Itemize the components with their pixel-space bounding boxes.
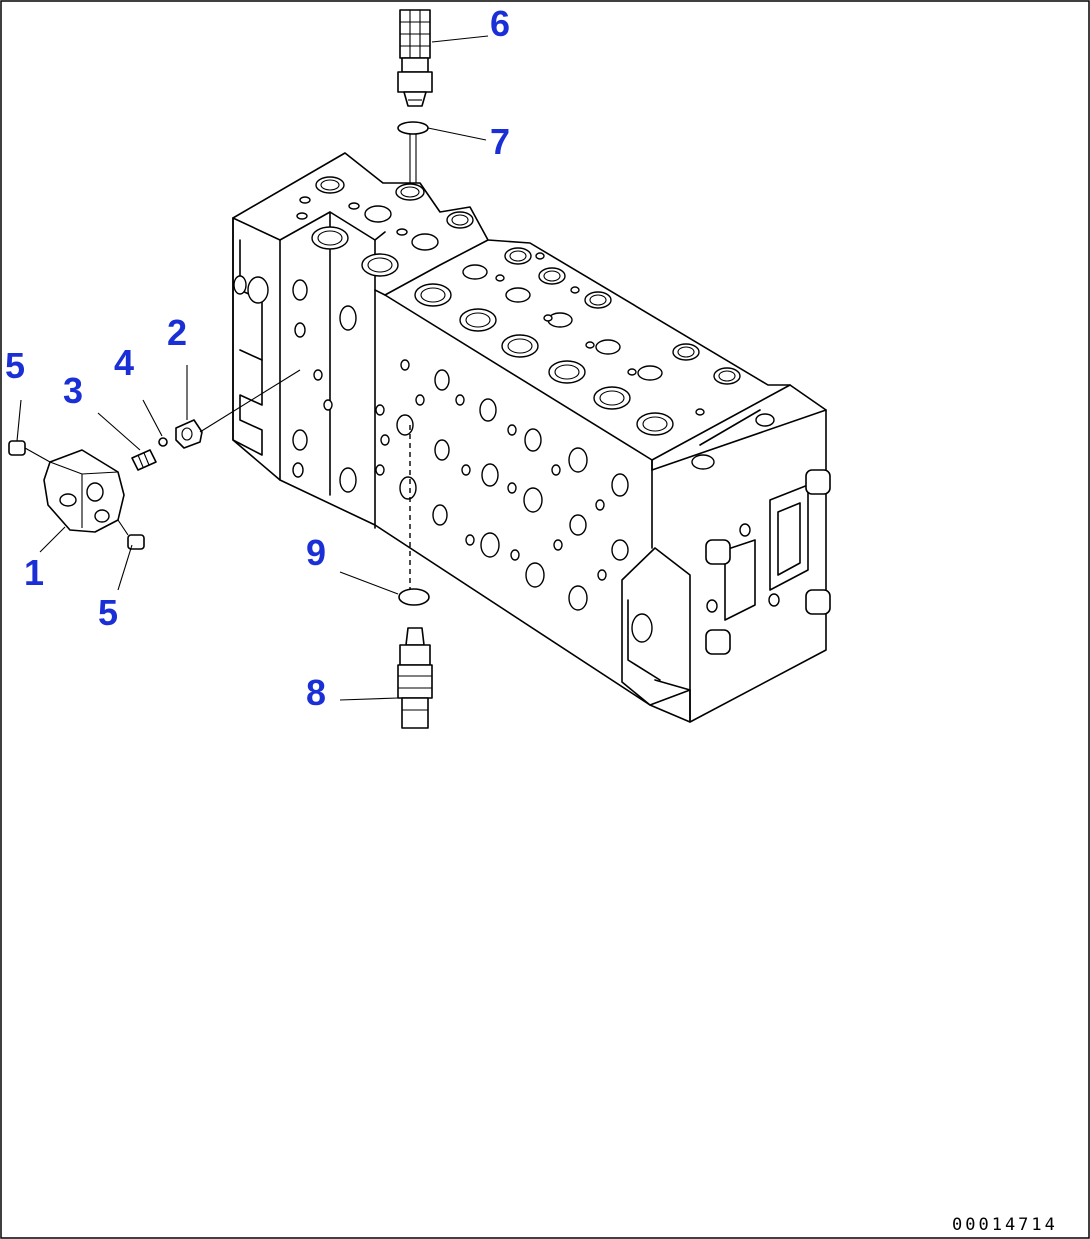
callout-5-lower: 5 — [98, 592, 118, 633]
part-4-ball — [158, 437, 168, 447]
valve-ports — [296, 176, 741, 436]
part-8-valve-cartridge — [397, 627, 433, 729]
callout-1: 1 — [24, 552, 44, 593]
callout-6: 6 — [490, 3, 510, 44]
leader-lines — [16, 35, 489, 701]
part-6-valve-cartridge — [397, 9, 433, 107]
side-face-holes — [292, 279, 629, 611]
callout-2: 2 — [167, 312, 187, 353]
part-3-spring — [131, 449, 157, 471]
callout-labels: 1 2 3 4 5 5 6 7 8 9 — [5, 3, 510, 713]
callout-5-upper: 5 — [5, 345, 25, 386]
part-5-screw-upper — [8, 440, 51, 463]
callout-8: 8 — [306, 672, 326, 713]
part-2-plug — [175, 369, 301, 449]
callout-9: 9 — [306, 532, 326, 573]
part-9-o-ring — [398, 425, 430, 606]
callout-4: 4 — [114, 342, 134, 383]
callout-3: 3 — [63, 370, 83, 411]
callout-7: 7 — [490, 121, 510, 162]
part-5-screw-lower — [117, 519, 145, 550]
part-1-cover — [43, 449, 125, 533]
drawing-number: 00014714 — [952, 1215, 1058, 1235]
part-7-o-ring — [397, 121, 429, 183]
